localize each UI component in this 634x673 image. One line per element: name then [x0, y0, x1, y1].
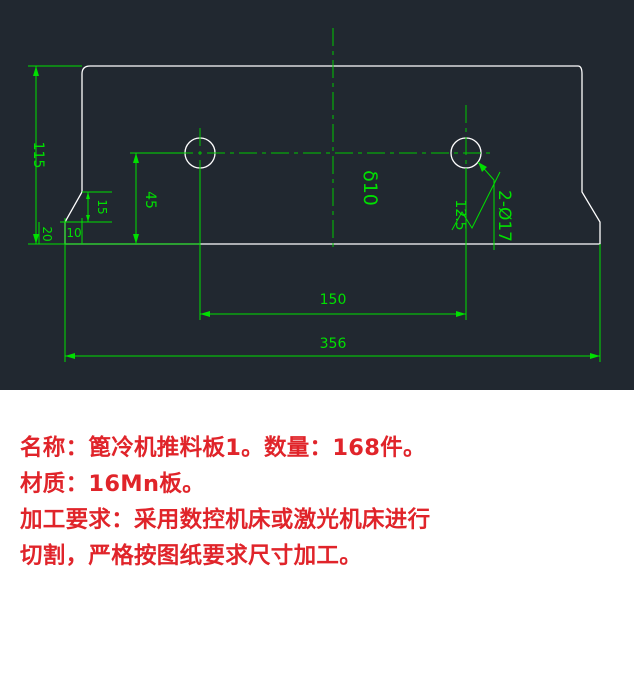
arrow-356-right	[590, 353, 600, 359]
dim-356-text: 356	[320, 336, 347, 352]
dim-15-text: 15	[95, 199, 109, 214]
arrow-15-top	[86, 192, 90, 199]
thickness-text: δ10	[359, 170, 381, 206]
cad-drawing: 115 45 15 20 10 150 356 δ10 2-Ø17 12.5	[0, 0, 634, 390]
note-line-material: 材质：16Mn板。	[20, 471, 205, 497]
dim-115-text: 115	[30, 142, 46, 169]
dim-45-text: 45	[142, 191, 158, 209]
note-line-name-quantity: 名称：篦冷机推料板1。数量：168件。	[20, 435, 426, 461]
roughness-text: 12.5	[452, 199, 468, 230]
arrow-45-bottom	[133, 234, 139, 244]
arrow-356-left	[65, 353, 75, 359]
part-outline	[64, 65, 601, 245]
dim-10-text: 10	[66, 226, 81, 240]
arrow-150-left	[200, 311, 210, 317]
arrow-115-bottom	[33, 234, 39, 244]
note-line-requirements: 加工要求：采用数控机床或激光机床进行	[20, 507, 431, 533]
arrow-15-bottom	[86, 215, 90, 222]
arrow-150-right	[456, 311, 466, 317]
arrow-45-top	[133, 153, 139, 163]
dim-20-text: 20	[40, 226, 54, 241]
roughness-symbol	[451, 171, 501, 231]
drawing-canvas: 115 45 15 20 10 150 356 δ10 2-Ø17 12.5	[28, 28, 601, 362]
arrow-115-top	[33, 66, 39, 76]
notes-section: 名称：篦冷机推料板1。数量：168件。 材质：16Mn板。 加工要求：采用数控机…	[20, 430, 620, 574]
arrow-hole-leader	[478, 162, 487, 172]
note-line-requirements-cont: 切割，严格按图纸要求尺寸加工。	[20, 543, 363, 569]
hole-callout-text: 2-Ø17	[494, 190, 514, 242]
dim-150-text: 150	[320, 292, 347, 308]
